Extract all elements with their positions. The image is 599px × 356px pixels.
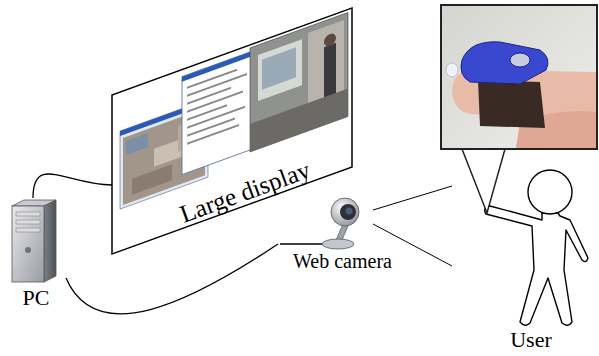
view-line bbox=[373, 186, 452, 210]
display-node: Large display bbox=[112, 4, 354, 260]
callout-photo bbox=[441, 5, 597, 213]
cable-line bbox=[66, 244, 278, 314]
object-label: User bbox=[465, 328, 597, 352]
user-figure bbox=[485, 170, 588, 325]
display-screen bbox=[112, 8, 352, 254]
user-node: User bbox=[465, 160, 597, 354]
display-label: Large display bbox=[176, 156, 314, 228]
object-label: Web camera bbox=[278, 250, 407, 272]
cable-line bbox=[33, 174, 112, 198]
pc-tower bbox=[12, 200, 56, 282]
camera-node: Web camera bbox=[278, 192, 407, 282]
computer-node: PC bbox=[6, 198, 66, 314]
web-camera bbox=[280, 198, 359, 249]
object-label: PC bbox=[6, 286, 66, 310]
